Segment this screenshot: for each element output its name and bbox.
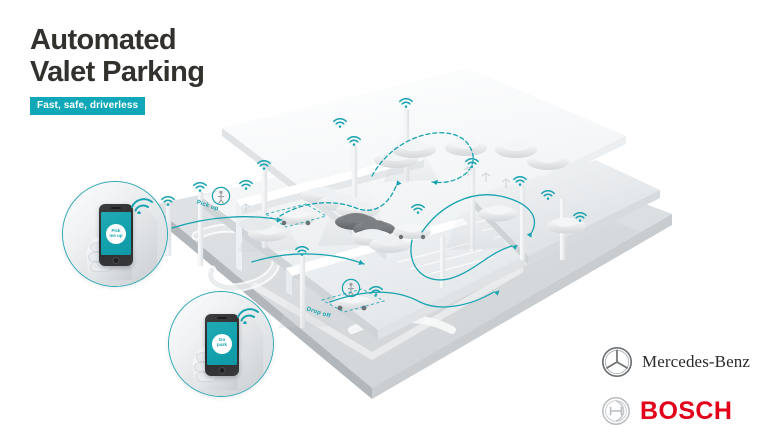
pedestrian-marker-icon bbox=[341, 278, 361, 298]
pedestrian-markers bbox=[211, 186, 361, 298]
wifi-icon bbox=[237, 308, 259, 324]
car-icon bbox=[393, 223, 431, 240]
pedestrian-marker-icon bbox=[211, 186, 231, 206]
phone-home-button[interactable] bbox=[112, 257, 120, 265]
app-label-line2: me up bbox=[109, 232, 123, 238]
app-label-line1: Pick bbox=[111, 228, 121, 234]
callout-go-park[interactable]: Go park bbox=[168, 291, 274, 397]
wifi-icon bbox=[131, 198, 153, 214]
app-label-line1: Go bbox=[218, 337, 226, 343]
app-label-line2: park bbox=[216, 342, 228, 348]
phone-home-button[interactable] bbox=[218, 367, 226, 375]
bosch-wordmark: BOSCH bbox=[640, 396, 733, 425]
app-action-button[interactable]: Pick me up bbox=[105, 223, 126, 244]
app-action-button[interactable]: Go park bbox=[211, 333, 232, 354]
zone-outlines bbox=[264, 203, 386, 313]
phone-screen[interactable]: Go park bbox=[207, 322, 237, 366]
page-title-line1: Automated bbox=[30, 24, 177, 56]
smartphone-mockup[interactable]: Pick me up bbox=[99, 204, 133, 266]
route-paths bbox=[171, 132, 536, 308]
page-title-line2: Valet Parking bbox=[30, 56, 205, 89]
brand-logos: Mercedes-Benz BOSCH bbox=[601, 346, 750, 426]
bosch-emblem-icon bbox=[602, 397, 630, 425]
phone-screen[interactable]: Pick me up bbox=[101, 212, 131, 256]
mercedes-benz-wordmark: Mercedes-Benz bbox=[642, 352, 750, 371]
smartphone-mockup[interactable]: Go park bbox=[205, 314, 239, 376]
headline-block: Automated Valet Parking Fast, safe, driv… bbox=[30, 24, 205, 115]
parked-cars bbox=[239, 139, 586, 253]
phone-speaker bbox=[217, 317, 227, 319]
antenna-poles bbox=[241, 166, 511, 212]
callout-pick-me-up[interactable]: Pick me up bbox=[62, 181, 168, 287]
bosch-logo: BOSCH bbox=[601, 396, 750, 426]
wifi-icon bbox=[193, 182, 207, 193]
mercedes-star-icon bbox=[601, 346, 633, 378]
mercedes-benz-logo: Mercedes-Benz bbox=[601, 346, 750, 378]
tagline-badge: Fast, safe, driverless bbox=[30, 96, 146, 115]
phone-speaker bbox=[111, 207, 121, 209]
